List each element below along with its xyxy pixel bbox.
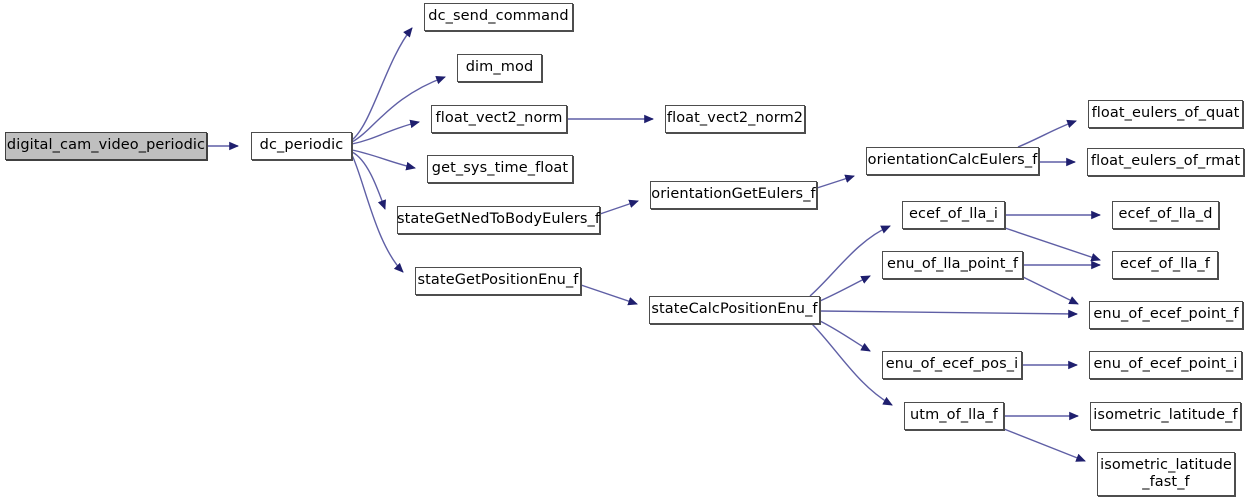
graph-node-enu_of_ecef_point_f[interactable]: enu_of_ecef_point_f	[1089, 301, 1243, 329]
graph-node-digital_cam_video_periodic[interactable]: digital_cam_video_periodic	[5, 132, 207, 160]
graph-node-ecef_of_lla_f[interactable]: ecef_of_lla_f	[1112, 251, 1218, 279]
graph-edge-stateCalcPositionEnu_f-to-ecef_of_lla_i	[809, 225, 891, 297]
graph-node-isometric_latitude_f[interactable]: isometric_latitude_f	[1090, 402, 1241, 430]
graph-edge-utm_of_lla_f-to-isometric_latitude_fast_f	[1003, 428, 1086, 462]
graph-edge-dc_periodic-to-stateGetPositionEnu_f	[351, 154, 404, 273]
graph-edge-stateCalcPositionEnu_f-to-enu_of_ecef_point_f	[819, 309, 1078, 319]
graph-edge-stateGetNedToBodyEulers_f-to-orientationGetEulers_f	[599, 199, 639, 215]
graph-edge-orientationCalcEulers_f-to-float_eulers_of_quat	[1017, 119, 1077, 148]
graph-node-ecef_of_lla_d[interactable]: ecef_of_lla_d	[1112, 201, 1219, 229]
graph-node-float_vect2_norm2[interactable]: float_vect2_norm2	[665, 105, 805, 133]
graph-node-dc_send_command[interactable]: dc_send_command	[424, 3, 573, 31]
graph-edge-dc_periodic-to-dim_mod	[351, 75, 446, 143]
graph-edge-enu_of_lla_point_f-to-enu_of_ecef_point_f	[1022, 276, 1079, 305]
graph-node-get_sys_time_float[interactable]: get_sys_time_float	[427, 155, 573, 183]
graph-node-dc_periodic[interactable]: dc_periodic	[251, 132, 352, 160]
graph-node-enu_of_lla_point_f[interactable]: enu_of_lla_point_f	[882, 251, 1023, 279]
graph-edge-stateCalcPositionEnu_f-to-enu_of_lla_point_f	[819, 275, 871, 302]
graph-node-stateCalcPositionEnu_f[interactable]: stateCalcPositionEnu_f	[649, 296, 820, 324]
graph-edge-dc_periodic-to-get_sys_time_float	[351, 149, 416, 171]
graph-node-float_vect2_norm[interactable]: float_vect2_norm	[431, 105, 567, 133]
graph-edge-stateCalcPositionEnu_f-to-utm_of_lla_f	[811, 323, 893, 406]
graph-node-stateGetNedToBodyEulers_f[interactable]: stateGetNedToBodyEulers_f	[397, 206, 600, 234]
graph-node-orientationGetEulers_f[interactable]: orientationGetEulers_f	[650, 181, 817, 209]
graph-edge-ecef_of_lla_i-to-ecef_of_lla_f	[1004, 227, 1101, 262]
graph-node-float_eulers_of_rmat[interactable]: float_eulers_of_rmat	[1087, 148, 1244, 176]
edge-group	[207, 27, 1101, 462]
graph-node-float_eulers_of_quat[interactable]: float_eulers_of_quat	[1088, 100, 1243, 128]
graph-edge-dc_periodic-to-float_vect2_norm	[351, 119, 420, 145]
graph-node-enu_of_ecef_point_i[interactable]: enu_of_ecef_point_i	[1089, 351, 1242, 379]
graph-edge-dc_periodic-to-stateGetNedToBodyEulers_f	[351, 151, 386, 210]
graph-edge-dc_periodic-to-dc_send_command	[351, 27, 413, 141]
graph-node-stateGetPositionEnu_f[interactable]: stateGetPositionEnu_f	[415, 267, 581, 295]
graph-edge-orientationGetEulers_f-to-orientationCalcEulers_f	[816, 174, 855, 189]
graph-node-ecef_of_lla_i[interactable]: ecef_of_lla_i	[902, 201, 1005, 229]
graph-edge-stateCalcPositionEnu_f-to-enu_of_ecef_pos_i	[819, 320, 871, 352]
graph-node-orientationCalcEulers_f[interactable]: orientationCalcEulers_f	[866, 147, 1039, 175]
graph-edge-stateGetPositionEnu_f-to-stateCalcPositionEnu_f	[580, 284, 638, 306]
graph-node-utm_of_lla_f[interactable]: utm_of_lla_f	[904, 402, 1004, 430]
graph-node-dim_mod[interactable]: dim_mod	[457, 54, 542, 82]
graph-node-enu_of_ecef_pos_i[interactable]: enu_of_ecef_pos_i	[882, 351, 1022, 379]
graph-node-isometric_latitude_fast_f[interactable]: isometric_latitude _fast_f	[1097, 452, 1235, 496]
